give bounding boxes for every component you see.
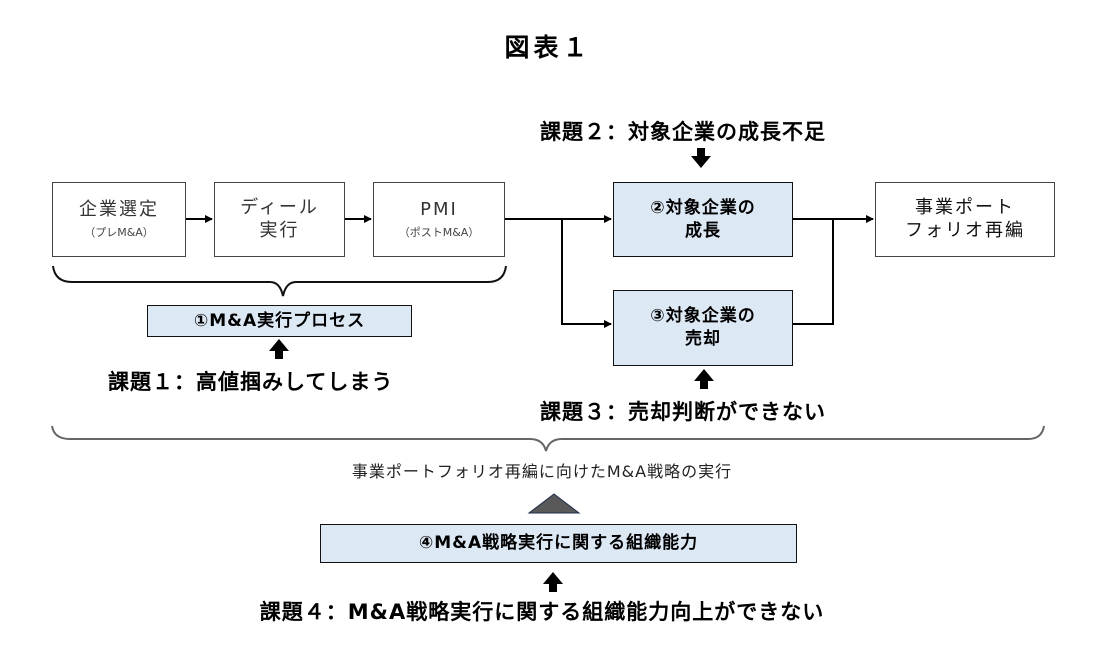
divest-box: ③対象企業の 売却 (613, 290, 793, 366)
line-divest-to-portfolio (793, 219, 834, 325)
divest-box-line1: ③対象企業の (650, 306, 756, 327)
process-box-title: PMI (420, 199, 458, 221)
issue3-up-arrow (694, 369, 714, 389)
issue4-up-arrow (543, 572, 563, 592)
process-box-subtitle: （ポストM&A） (398, 225, 480, 239)
process-box-deal-execution: ディール 実行 (214, 182, 345, 257)
issue3-label: 課題３：売却判断ができない (540, 400, 826, 424)
arrow-pmi-to-divest (561, 219, 612, 328)
strategy-brace (51, 425, 1045, 452)
issue2-label: 課題２：対象企業の成長不足 (540, 120, 826, 144)
process-box-title: 企業選定 (79, 199, 159, 221)
process-box-subtitle: （プレM&A） (84, 225, 154, 239)
process-box-pmi: PMI （ポストM&A） (373, 182, 505, 257)
portfolio-box-line2: フォリオ再編 (905, 219, 1025, 241)
issue1-label: 課題１：高値掴みしてしまう (108, 370, 394, 394)
growth-box: ②対象企業の 成長 (613, 182, 793, 257)
process-box-title-line2: 実行 (259, 219, 300, 241)
figure-title: 図表１ (504, 33, 592, 62)
portfolio-box-line1: 事業ポート (915, 197, 1015, 218)
process-box-title: ディール (240, 197, 319, 218)
growth-box-line1: ②対象企業の (650, 197, 756, 218)
capability-label: ④M&A戦略実行に関する組織能力 (418, 533, 699, 554)
process-brace (52, 265, 507, 297)
process-box-company-selection: 企業選定 （プレM&A） (52, 182, 186, 257)
divest-box-line2: 売却 (685, 329, 721, 349)
issue1-up-arrow (269, 339, 289, 359)
strategy-caption: 事業ポートフォリオ再編に向けたM&A戦略の実行 (351, 462, 733, 481)
process-label-box: ①M&A実行プロセス (147, 305, 412, 337)
capability-box: ④M&A戦略実行に関する組織能力 (320, 524, 797, 563)
issue2-down-arrow (691, 148, 711, 168)
support-triangle (527, 493, 581, 514)
growth-box-line2: 成長 (685, 220, 721, 241)
process-label: ①M&A実行プロセス (193, 310, 366, 331)
portfolio-box: 事業ポート フォリオ再編 (875, 182, 1055, 257)
issue4-label: 課題４：M&A戦略実行に関する組織能力向上ができない (259, 600, 825, 624)
